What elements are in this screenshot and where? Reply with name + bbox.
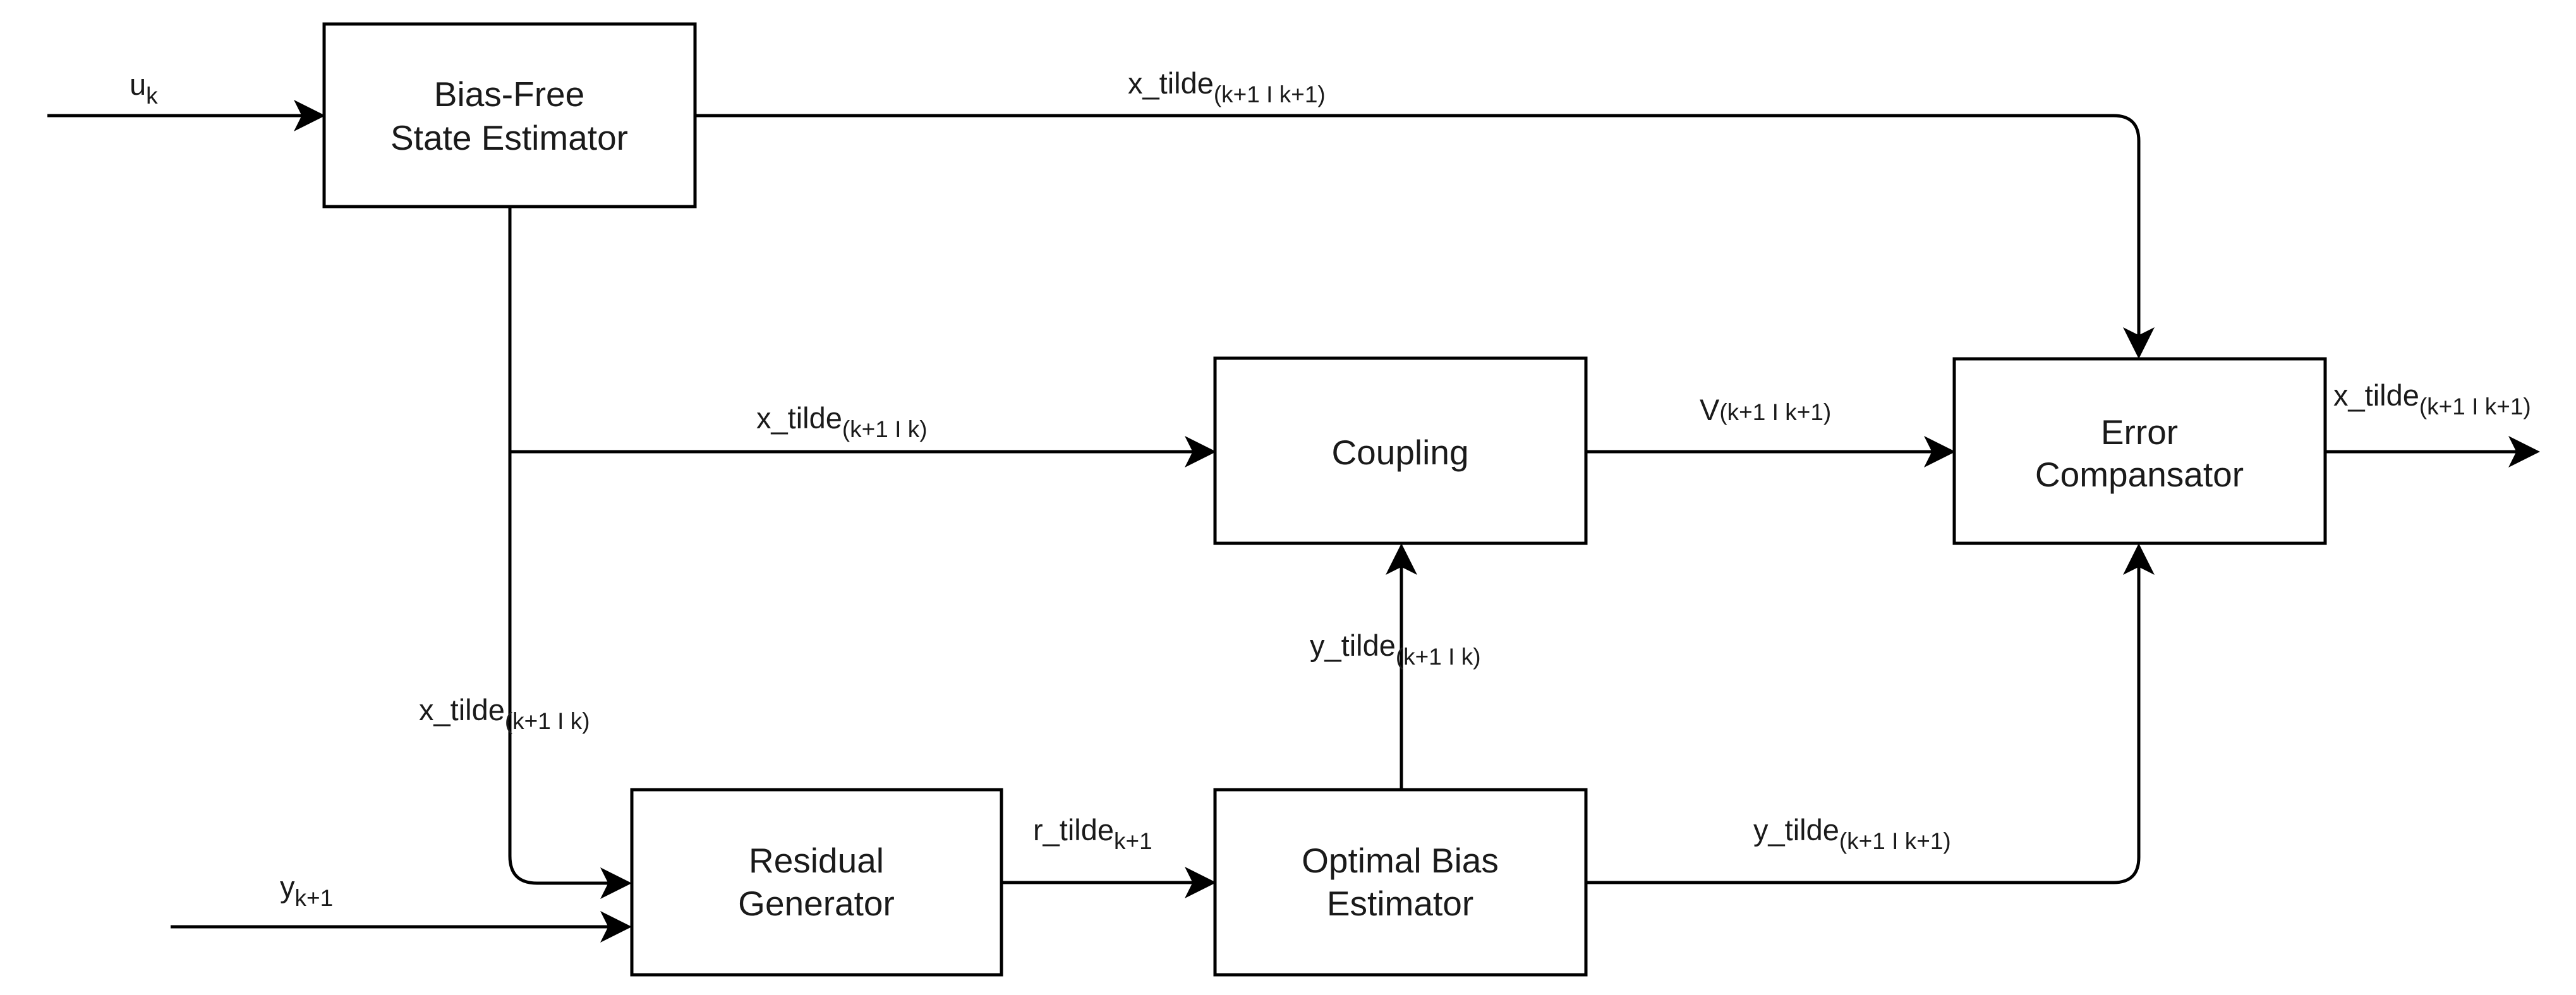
residual-generator-block: Residual Generator bbox=[630, 788, 1003, 977]
signal-labels: uk x_tilde(k+1 I k+1) x_tilde(k+1 I k) V… bbox=[130, 66, 2531, 911]
error-compensator-line1: Error bbox=[2101, 413, 2178, 452]
label-x-tilde-to-residual: x_tilde(k+1 I k) bbox=[419, 693, 590, 734]
optimal-bias-estimator-block: Optimal Bias Estimator bbox=[1213, 788, 1588, 977]
residual-generator-line1: Residual bbox=[749, 841, 884, 880]
label-y-k1: yk+1 bbox=[280, 870, 333, 911]
optimal-bias-estimator-line2: Estimator bbox=[1327, 884, 1473, 923]
wire-estimator-to-residual-generator bbox=[508, 207, 632, 899]
wire-optimal-bias-to-error-compensator bbox=[1586, 543, 2155, 884]
error-compensator-line2: Compansator bbox=[2035, 455, 2244, 494]
label-x-tilde-output: x_tilde(k+1 I k+1) bbox=[2333, 378, 2531, 419]
label-y-tilde-to-error: y_tilde(k+1 I k+1) bbox=[1753, 813, 1951, 854]
label-u-k: uk bbox=[130, 68, 158, 109]
wire-estimator-to-error-compensator bbox=[695, 114, 2155, 359]
coupling-block: Coupling bbox=[1213, 356, 1588, 545]
bias-free-state-estimator-line2: State Estimator bbox=[390, 118, 628, 157]
connections bbox=[47, 100, 2540, 943]
label-x-tilde-top: x_tilde(k+1 I k+1) bbox=[1128, 66, 1326, 107]
label-v: V(k+1 I k+1) bbox=[1700, 393, 1831, 426]
bias-free-state-estimator-line1: Bias-Free bbox=[434, 75, 584, 114]
optimal-bias-estimator-line1: Optimal Bias bbox=[1302, 841, 1499, 880]
residual-generator-line2: Generator bbox=[738, 884, 895, 923]
coupling-label: Coupling bbox=[1331, 433, 1468, 472]
label-r-tilde: r_tildek+1 bbox=[1033, 813, 1152, 854]
error-compensator-block: Error Compansator bbox=[1952, 357, 2327, 545]
label-y-tilde-to-coupling: y_tilde(k+1 I k) bbox=[1310, 629, 1481, 670]
bias-free-state-estimator-block: Bias-Free State Estimator bbox=[322, 22, 697, 208]
label-x-tilde-to-coupling: x_tilde(k+1 I k) bbox=[756, 401, 928, 442]
